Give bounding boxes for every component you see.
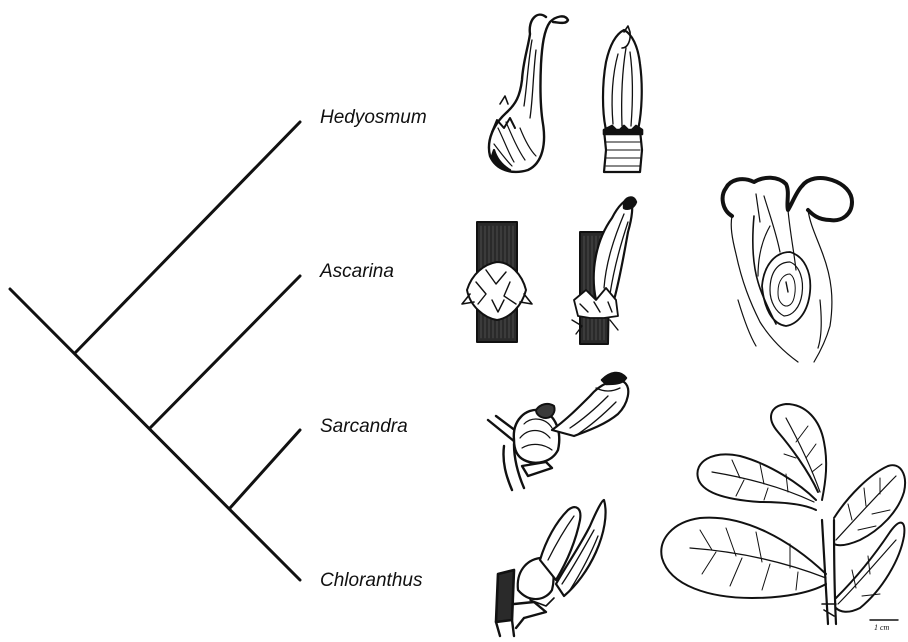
cladogram: [10, 122, 300, 580]
ascarina-female-flower-drawing: [462, 222, 532, 342]
taxon-label-sarcandra: Sarcandra: [320, 417, 408, 436]
taxon-label-hedyosmum: Hedyosmum: [320, 108, 427, 127]
chloranthus-flower-drawing: [496, 500, 606, 636]
cladogram-root-branch: [10, 289, 300, 580]
taxon-label-ascarina: Ascarina: [320, 262, 394, 281]
scale-bar-label: 1 cm: [874, 623, 889, 632]
taxon-label-chloranthus: Chloranthus: [320, 571, 422, 590]
hedyosmum-male-flower-drawing: [603, 26, 642, 172]
sarcandra-flower-drawing: [488, 373, 628, 490]
branch-sarcandra: [230, 430, 300, 508]
carpel-section-drawing: [723, 178, 852, 362]
branch-hedyosmum: [75, 122, 300, 353]
branch-ascarina: [150, 276, 300, 428]
leafy-shoot-drawing: [661, 404, 905, 624]
ascarina-male-flower-drawing: [572, 198, 636, 345]
hedyosmum-female-flower-drawing: [489, 15, 568, 172]
